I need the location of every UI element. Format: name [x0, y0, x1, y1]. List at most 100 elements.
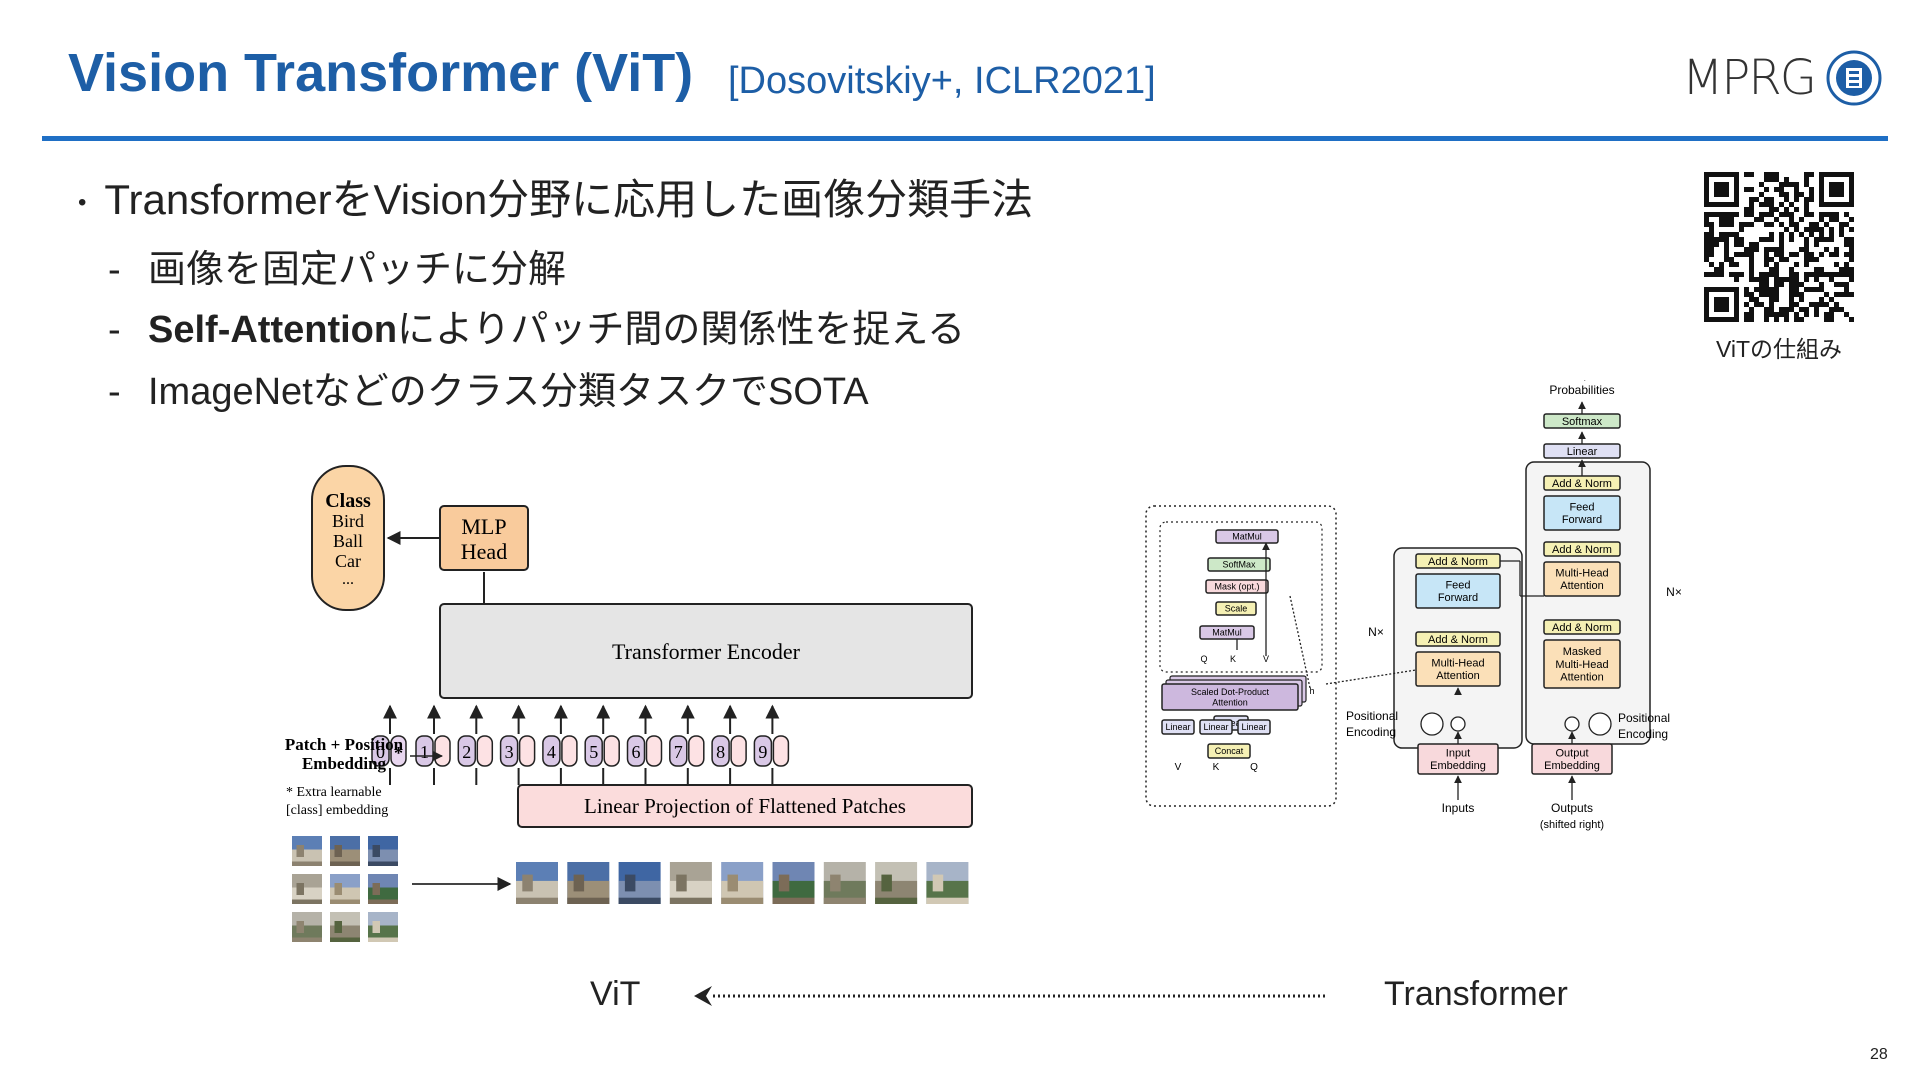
source-image-tile: [330, 836, 360, 866]
outputs-label: Outputs: [1551, 801, 1593, 815]
sub-bullet-2: -Self-Attentionによりパッチ間の関係性を捉える: [108, 298, 965, 353]
position-embedding-token: [371, 735, 390, 767]
patch-embedding-label: Embedding: [302, 754, 387, 773]
tile-ground: [516, 897, 558, 904]
patch-image: [567, 862, 610, 904]
main-bullet: •TransformerをVision分野に応用した画像分類手法: [78, 166, 1033, 227]
qr-caption: ViTの仕組み: [1715, 336, 1843, 362]
page-title: Vision Transformer (ViT): [68, 43, 694, 103]
tile-detail: [830, 874, 841, 892]
patch-embedding-token: [476, 735, 494, 767]
mask-box-label: Mask (opt.): [1214, 582, 1259, 592]
tile-detail: [296, 845, 304, 857]
tile-ground: [772, 897, 815, 904]
citation: [Dosovitskiy+, ICLR2021]: [728, 60, 1156, 102]
tile-detail: [676, 874, 687, 892]
decoder-addnorm-low-label: Add & Norm: [1552, 622, 1612, 634]
page-number: 28: [1870, 1046, 1888, 1063]
encoder-addnorm: [1415, 631, 1501, 647]
attention-detail-panel: [1145, 505, 1337, 807]
linear-projection-box: [517, 784, 973, 828]
decoder-masked-attention-label: Masked: [1563, 646, 1602, 658]
tile-ground: [368, 861, 398, 866]
tile-detail: [372, 883, 380, 895]
extra-note: * Extra learnable: [286, 785, 382, 800]
scale-box-label: Scale: [1225, 604, 1248, 614]
token-index: 5: [589, 742, 598, 762]
encoder-nx: N×: [1368, 625, 1384, 639]
k-label: K: [1230, 654, 1236, 664]
token-index: 3: [505, 742, 514, 762]
decoder-addnorm-low: [1543, 619, 1621, 635]
patch-image: [926, 862, 969, 904]
linear-v-box: [1161, 719, 1195, 735]
patch-image: [721, 862, 764, 904]
patch-image: [823, 862, 866, 904]
output-embedding-box-label: Embedding: [1544, 760, 1600, 772]
source-image-tile: [368, 874, 398, 904]
patch-embedding-token: [603, 735, 620, 767]
concat-box: [1207, 743, 1251, 759]
decoder-addnorm-top-label: Add & Norm: [1552, 478, 1612, 490]
class-output-box: [311, 465, 385, 611]
transformer-label: Transformer: [1384, 975, 1568, 1013]
patch-embedding-token: [434, 735, 451, 767]
softmax-small-box-label: SoftMax: [1222, 560, 1256, 570]
patch-embedding-token: [518, 735, 536, 767]
decoder-multi-head-label: Multi-Head: [1555, 568, 1608, 580]
output-probs-label: Output: [1564, 380, 1601, 381]
transformer-encoder-label: Transformer Encoder: [612, 639, 801, 664]
tile-detail: [881, 874, 892, 892]
patch-embedding-token: [645, 735, 663, 767]
extra-note: [class] embedding: [286, 803, 388, 818]
position-embedding-token: [711, 735, 730, 767]
qr-code-icon[interactable]: [1704, 172, 1854, 322]
sdpa-box-label: Attention: [1212, 697, 1248, 707]
patch-embedding-token: [390, 735, 407, 767]
scale-box: [1215, 601, 1257, 616]
decoder-add-circle: [1564, 716, 1580, 732]
patch-image: [875, 862, 918, 904]
encoder-feed-forward-label: Feed: [1445, 580, 1470, 592]
linear-q-box: [1237, 719, 1271, 735]
linear-k-box-label: Linear: [1203, 722, 1228, 732]
tile-detail: [334, 845, 342, 857]
concat-box-label: Concat: [1215, 746, 1244, 756]
tile-ground: [669, 897, 712, 904]
sub-bullet-dash: -: [108, 371, 121, 413]
sub-bullet-1: -画像を固定パッチに分解: [108, 238, 566, 293]
mlp-head-label: MLP: [461, 514, 506, 539]
token-index: 4: [547, 742, 556, 762]
token-index: 9: [758, 742, 767, 762]
decoder-pe-icon: [1588, 712, 1612, 736]
sdpa-box: [1161, 683, 1299, 711]
decoder-masked-attention: [1543, 639, 1621, 689]
output-probs-label: Probabilities: [1549, 383, 1614, 397]
sub-bullet-1-text: 画像を固定パッチに分解: [148, 249, 567, 291]
position-embedding-token: [626, 735, 646, 767]
matmul-box-2-label: MatMul: [1212, 628, 1242, 638]
sub-bullet-3-text: ImageNetなどのクラス分類タスクでSOTA: [148, 371, 869, 413]
detail-link: [1325, 669, 1417, 685]
sub-bullet-dash: -: [108, 249, 121, 291]
token-index: 8: [716, 742, 725, 762]
position-embedding-token: [753, 735, 773, 767]
v-label: V: [1263, 654, 1269, 664]
encoder-feed-forward: [1415, 573, 1501, 609]
bullet-dot: •: [78, 188, 87, 216]
tile-detail: [334, 921, 342, 933]
linear-box-label: Linear: [1567, 446, 1598, 458]
transformer-encoder-box: [439, 603, 973, 699]
linear-k-box: [1199, 719, 1233, 735]
decoder-multi-head-label: Attention: [1560, 580, 1603, 592]
tile-detail: [778, 874, 790, 892]
tile-detail: [372, 921, 380, 933]
tile-ground: [330, 899, 360, 904]
position-embedding-token: [499, 735, 519, 767]
source-image-tile: [292, 912, 322, 942]
tile-ground: [292, 861, 322, 866]
tile-detail: [727, 874, 738, 892]
decoder-feed-forward-label: Forward: [1562, 514, 1602, 526]
title-divider: [42, 136, 1888, 141]
